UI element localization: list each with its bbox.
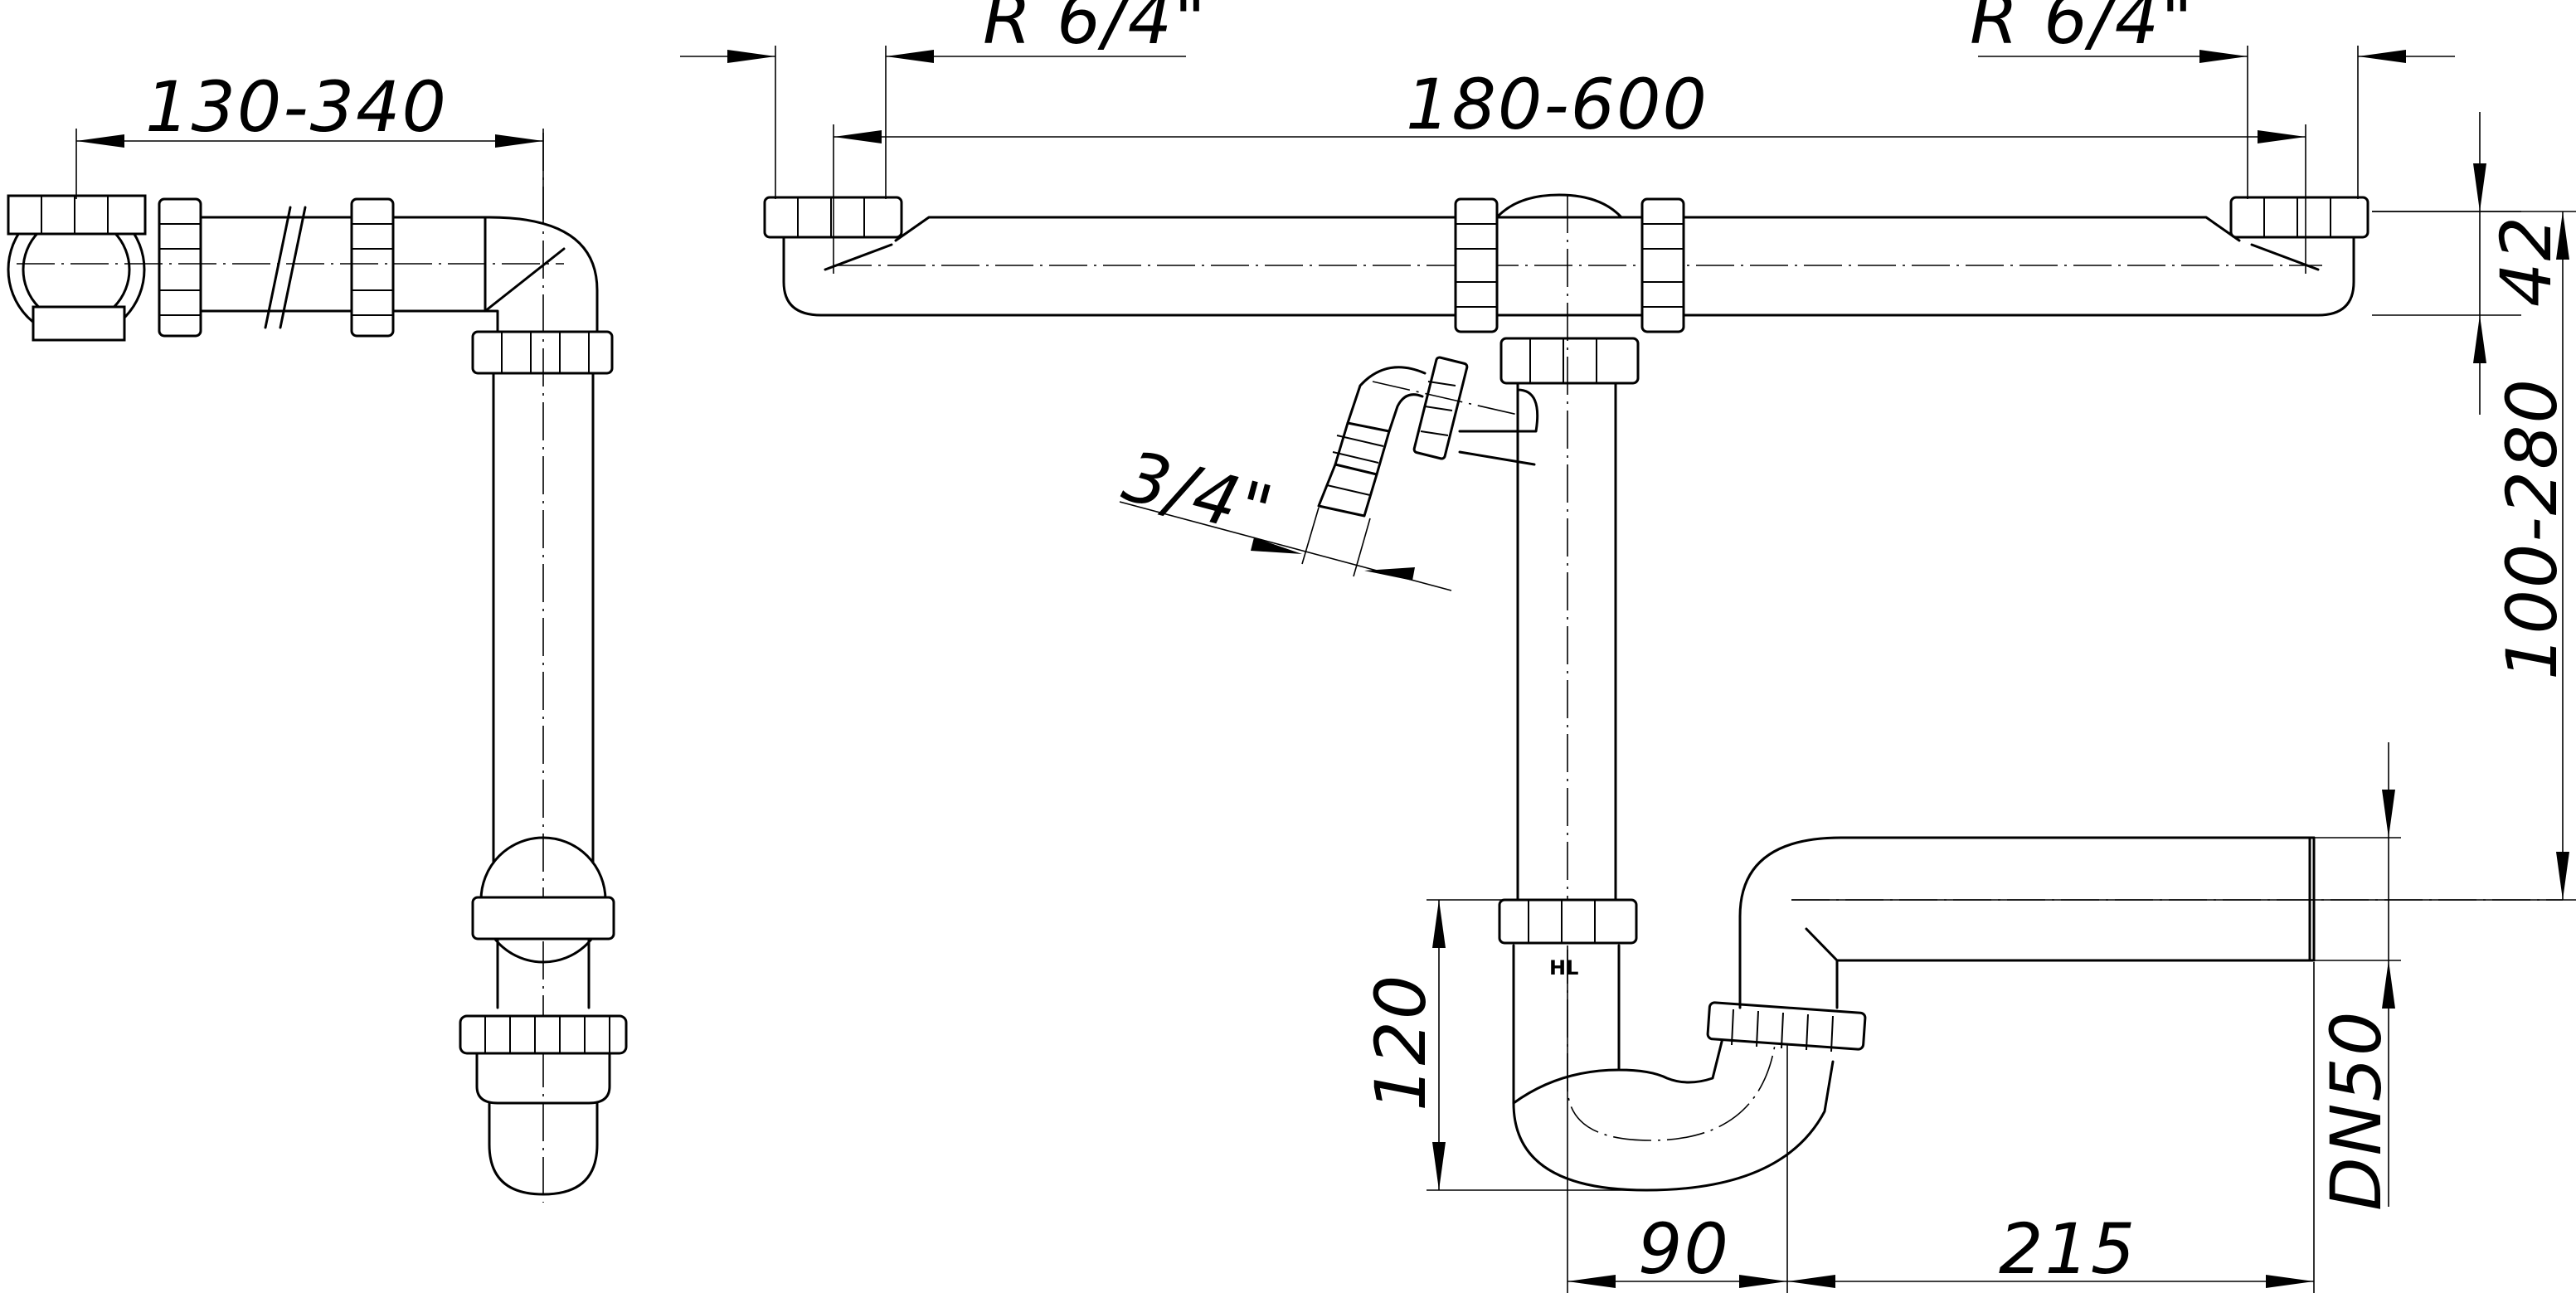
dimension-right-connection: R 6/4" (1970, 0, 2455, 199)
height-range-label: 100-280 (2491, 377, 2573, 680)
outlet-length-label: 215 (1999, 1208, 2136, 1290)
left-connection-label: R 6/4" (983, 0, 1208, 60)
dimension-height-small: 42 (2372, 112, 2567, 415)
dimension-left-connection: R 6/4" (680, 0, 1208, 199)
hose-connection-label: 3/4" (1115, 435, 1282, 553)
dimension-spacing: 180-600 (833, 64, 2306, 274)
dimension-outlet-size: DN50 (2314, 742, 2401, 1211)
dimension-trap-depth: 120 (1360, 899, 1646, 1191)
trap-offset-label: 90 (1638, 1208, 1730, 1290)
outlet-size-label: DN50 (2316, 1010, 2397, 1211)
spacing-label: 180-600 (1406, 64, 1708, 145)
dimension-side-width: 130-340 (75, 66, 544, 220)
dimension-trap-offset: 90 215 (1567, 954, 2315, 1293)
trap-depth-label: 120 (1360, 974, 1441, 1111)
right-connection-label: R 6/4" (1970, 0, 2194, 60)
side-view (7, 133, 628, 1203)
hl-marking: HL (1549, 956, 1578, 979)
dimension-height-range: 100-280 (1791, 211, 2576, 901)
side-width-label: 130-340 (145, 66, 448, 148)
front-view: HL (763, 193, 2563, 1192)
height-small-label: 42 (2486, 215, 2567, 307)
dimension-hose-connection: 3/4" (1115, 435, 1452, 591)
